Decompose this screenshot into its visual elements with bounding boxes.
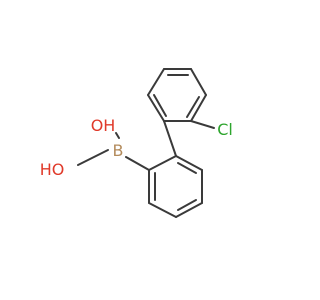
- bond-lower-double-2: [177, 199, 197, 211]
- boron-label: B: [113, 141, 124, 160]
- bond-c-cl: [190, 120, 215, 129]
- bond-upper-6: [147, 68, 165, 96]
- bond-upper-2: [190, 68, 207, 96]
- bond-upper-double-3: [153, 94, 167, 117]
- bond-upper-double-2: [186, 96, 200, 118]
- chlorine-label: Cl: [217, 120, 233, 139]
- bond-lower-double-1: [177, 162, 197, 174]
- molecule-svg: OH B HO Cl: [40, 68, 233, 218]
- bond-biaryl: [163, 120, 177, 157]
- bond-b-o-top: [115, 132, 120, 139]
- bond-lower-3: [175, 202, 203, 218]
- oh-top-label: OH: [91, 116, 116, 135]
- bond-c-b: [125, 156, 150, 171]
- bonds: [77, 68, 215, 218]
- structure-diagram: OH B HO Cl: [39, 68, 233, 218]
- ho-bottom-label: HO: [40, 160, 65, 179]
- atom-labels: OH B HO Cl: [40, 116, 233, 179]
- bond-lower-6: [148, 155, 177, 171]
- bond-upper-3: [190, 94, 207, 122]
- bond-lower-1: [175, 155, 203, 171]
- bond-upper-5: [147, 94, 165, 122]
- bond-lower-4: [148, 202, 177, 218]
- bond-b-o-bottom: [77, 149, 109, 166]
